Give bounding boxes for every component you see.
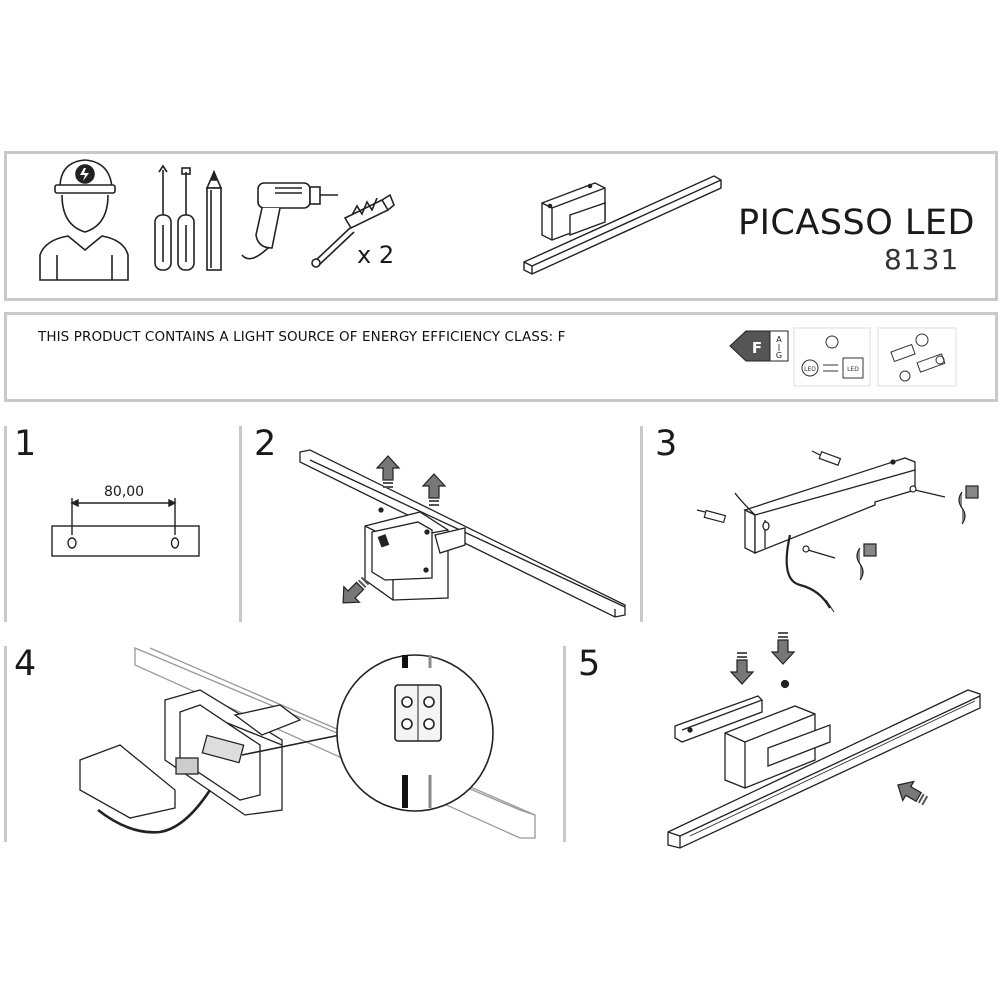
electrician-helmet-icon — [39, 159, 129, 281]
model-number: 8131 — [884, 243, 960, 276]
svg-text:A: A — [776, 335, 782, 344]
svg-text:G: G — [776, 351, 782, 360]
mounting-template-drawing — [51, 498, 200, 557]
wall-plug-screw-icon — [311, 193, 395, 268]
arrow-down-1 — [730, 652, 754, 685]
mounting-hole-distance: 80,00 — [104, 484, 145, 500]
energy-info-panel — [4, 312, 998, 402]
step5-assembly-drawing — [667, 679, 981, 849]
product-title: PICASSO LED — [738, 203, 975, 243]
arrow-up-1 — [376, 455, 400, 488]
step-2-divider — [239, 426, 242, 622]
energy-statement: THIS PRODUCT CONTAINS A LIGHT SOURCE OF … — [38, 329, 566, 345]
arrow-push-left — [891, 774, 932, 812]
svg-text:F: F — [752, 339, 762, 357]
step-number-4: 4 — [14, 644, 37, 684]
drill-icon — [241, 182, 338, 260]
step-1-divider — [4, 426, 7, 622]
step-number-3: 3 — [655, 424, 678, 464]
step-5-divider — [563, 646, 566, 842]
screwdriver-rotation-icon — [856, 485, 979, 581]
step-number-2: 2 — [254, 424, 277, 464]
svg-text:LED: LED — [847, 366, 859, 373]
step3-bracket-mounting-drawing — [734, 457, 916, 613]
screw-count-label: x 2 — [357, 241, 395, 269]
led-replaceable-icon: LED LED — [793, 327, 871, 387]
driver-replaceable-icon — [877, 327, 957, 387]
arrow-down-2 — [771, 632, 795, 665]
step-number-1: 1 — [14, 424, 37, 464]
lamp-product-drawing — [523, 175, 722, 275]
step2-disassembly-drawing — [299, 449, 626, 618]
arrow-up-2 — [422, 473, 446, 506]
svg-text:LED: LED — [804, 366, 816, 373]
step-4-divider — [4, 646, 7, 842]
step-3-divider — [640, 426, 643, 622]
wiring-detail-circle — [336, 654, 494, 812]
energy-class-f-icon: F A G — [729, 330, 789, 362]
screwdrivers-icon — [154, 164, 223, 271]
step-number-5: 5 — [578, 644, 601, 684]
step3-screws — [696, 450, 946, 559]
